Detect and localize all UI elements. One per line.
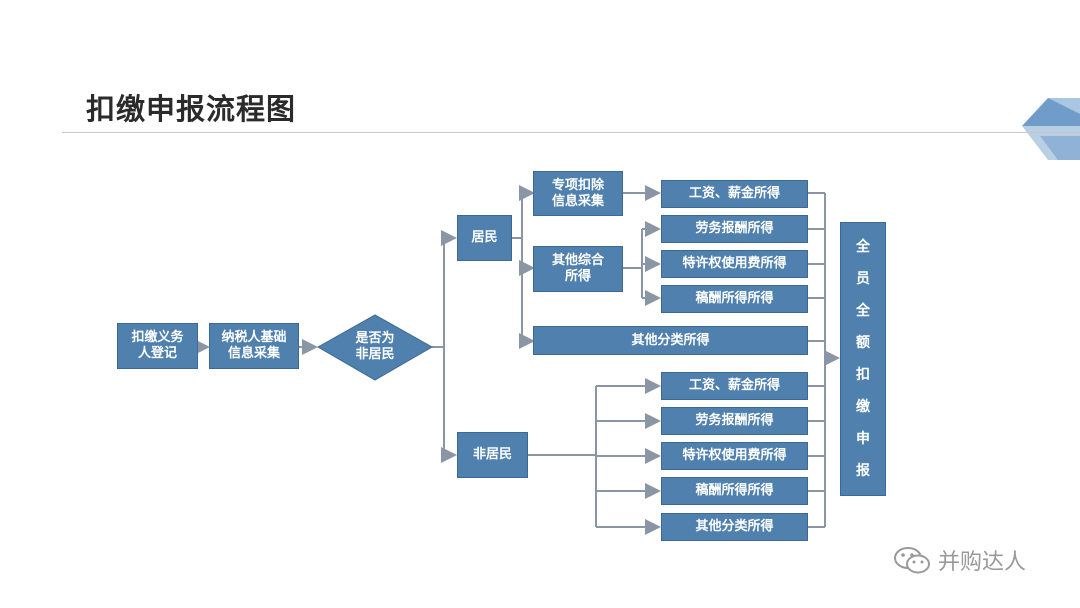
- r-manuscript-node: 稿酬所得所得: [661, 285, 808, 313]
- title-divider: [62, 132, 1080, 133]
- n-royalty-label: 特许权使用费所得: [682, 448, 787, 463]
- r-manuscript-label: 稿酬所得所得: [695, 291, 774, 306]
- taxpayer-info-label: 纳税人基础 信息采集: [221, 330, 287, 361]
- n-manuscript-label: 稿酬所得所得: [695, 483, 774, 498]
- wechat-icon: [894, 547, 930, 574]
- special-deduction-label: 专项扣除 信息采集: [551, 177, 604, 209]
- page-title: 扣缴申报流程图: [86, 92, 297, 126]
- final-char: 申: [856, 431, 870, 447]
- r-labor-node: 劳务报酬所得: [661, 215, 808, 243]
- n-royalty-node: 特许权使用费所得: [661, 442, 808, 470]
- resident-label: 居民: [471, 230, 498, 245]
- special-deduction-node: 专项扣除 信息采集: [533, 171, 623, 216]
- n-labor-node: 劳务报酬所得: [661, 407, 808, 435]
- n-other-classified-label: 其他分类所得: [695, 519, 774, 534]
- final-char: 额: [856, 335, 870, 351]
- r-other-classified-label: 其他分类所得: [631, 332, 710, 348]
- is-nonresident-text: 是否为 非居民: [355, 331, 395, 362]
- resident-node: 居民: [457, 215, 512, 261]
- n-wages-node: 工资、薪金所得: [661, 372, 808, 400]
- final-char: 报: [856, 463, 870, 479]
- full-withholding-declaration-node: 全 员 全 额 扣 缴 申 报: [840, 222, 886, 496]
- nonresident-label: 非居民: [472, 447, 512, 462]
- other-comprehensive-node: 其他综合 所得: [533, 246, 623, 292]
- withholding-registration-label: 扣缴义务 人登记: [131, 330, 184, 361]
- n-manuscript-node: 稿酬所得所得: [661, 477, 808, 505]
- taxpayer-info-node: 纳税人基础 信息采集: [209, 323, 299, 369]
- r-wages-label: 工资、薪金所得: [688, 186, 780, 201]
- r-labor-label: 劳务报酬所得: [695, 221, 774, 236]
- final-char: 缴: [856, 399, 870, 415]
- nonresident-node: 非居民: [457, 432, 528, 478]
- watermark: 并购达人: [892, 544, 1026, 576]
- n-labor-label: 劳务报酬所得: [695, 413, 774, 428]
- n-other-classified-node: 其他分类所得: [661, 513, 808, 541]
- final-char: 员: [856, 271, 870, 287]
- r-royalty-node: 特许权使用费所得: [661, 250, 808, 278]
- r-wages-node: 工资、薪金所得: [661, 180, 808, 208]
- is-nonresident-label: 是否为 非居民: [338, 328, 412, 366]
- final-char: 全: [856, 239, 870, 255]
- final-char: 全: [856, 303, 870, 319]
- watermark-text: 并购达人: [938, 550, 1027, 575]
- r-other-classified-node: 其他分类所得: [533, 326, 808, 355]
- r-royalty-label: 特许权使用费所得: [682, 256, 787, 271]
- decision-diamond: [316, 314, 434, 381]
- n-wages-label: 工资、薪金所得: [688, 378, 780, 393]
- withholding-registration-node: 扣缴义务 人登记: [117, 323, 198, 369]
- final-char: 扣: [856, 367, 870, 383]
- other-comprehensive-label: 其他综合 所得: [551, 253, 604, 284]
